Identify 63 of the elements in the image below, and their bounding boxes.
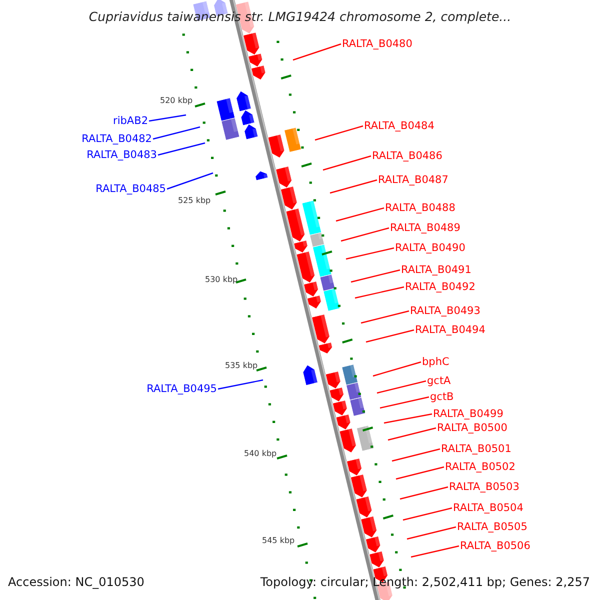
leader-line xyxy=(406,526,456,540)
gene-label: RALTA_B0493 xyxy=(410,305,480,317)
leader-line xyxy=(314,125,364,141)
title: Cupriavidus taiwanensis str. LMG19424 chromosome 2, complete... xyxy=(88,9,512,24)
leader-line xyxy=(292,43,342,61)
leader-line xyxy=(346,247,394,260)
leader-line xyxy=(158,142,206,156)
gene-label: RALTA_B0504 xyxy=(453,502,524,514)
leader-line xyxy=(350,269,400,283)
gene-label: RALTA_B0483 xyxy=(86,149,157,161)
gene-label: gctB xyxy=(430,391,454,403)
gene-label: RALTA_B0482 xyxy=(82,133,152,145)
leader-line xyxy=(392,448,440,462)
gene-label: RALTA_B0494 xyxy=(415,324,486,336)
leader-line xyxy=(388,427,436,441)
scale-label: 520 kbp xyxy=(160,96,193,106)
leader-line xyxy=(336,207,384,222)
gene-label: RALTA_B0505 xyxy=(457,521,528,533)
gene-label: RALTA_B0488 xyxy=(385,202,456,214)
scale-label: 530 kbp xyxy=(205,275,238,285)
gene-label: gctA xyxy=(427,375,451,387)
gene-label: RALTA_B0503 xyxy=(449,481,520,493)
leader-line xyxy=(360,310,410,324)
gene-label: RALTA_B0500 xyxy=(437,422,508,434)
gene-label: RALTA_B0484 xyxy=(364,120,434,132)
genome-summary-text: Topology: circular; Length: 2,502,411 bp; Genes: 2,257 xyxy=(260,576,590,588)
gene-label: RALTA_B0492 xyxy=(405,281,476,293)
gene-label: RALTA_B0487 xyxy=(378,174,448,186)
leader-line xyxy=(402,507,452,521)
gene-label: RALTA_B0480 xyxy=(342,38,412,50)
leader-line xyxy=(396,466,444,480)
gene-label: RALTA_B0490 xyxy=(395,242,466,254)
leader-line xyxy=(410,545,460,558)
gene-label: RALTA_B0502 xyxy=(445,461,516,473)
gene-label: RALTA_B0495 xyxy=(146,383,217,395)
gene-label: RALTA_B0506 xyxy=(460,540,530,552)
gene-label: RALTA_B0501 xyxy=(441,443,512,455)
leader-line xyxy=(330,179,378,194)
gene-label: ribAB2 xyxy=(113,115,148,127)
leader-line xyxy=(152,126,200,140)
leader-line xyxy=(218,379,264,390)
leader-line xyxy=(372,361,422,377)
leader-line xyxy=(384,413,432,424)
leader-line xyxy=(380,396,430,409)
accession-text: Accession: NC_010530 xyxy=(8,576,144,588)
gene-label: RALTA_B0486 xyxy=(372,150,442,162)
gene-label: bphC xyxy=(422,356,450,368)
leader-line xyxy=(148,114,186,122)
leader-line xyxy=(366,329,414,343)
leader-line xyxy=(166,172,214,190)
gene-label: RALTA_B0491 xyxy=(401,264,472,276)
leader-line xyxy=(354,286,404,299)
leader-line xyxy=(340,227,390,242)
scale-label: 545 kbp xyxy=(262,536,295,546)
leader-line xyxy=(376,380,426,394)
gene-label: RALTA_B0485 xyxy=(96,183,166,195)
scale-label: 535 kbp xyxy=(225,361,258,371)
leader-line xyxy=(400,486,448,500)
gene-label: RALTA_B0489 xyxy=(390,222,460,234)
leader-line xyxy=(322,155,372,171)
gene-label: RALTA_B0499 xyxy=(433,408,504,420)
scale-label: 525 kbp xyxy=(178,196,211,206)
scale-label: 540 kbp xyxy=(244,449,277,459)
